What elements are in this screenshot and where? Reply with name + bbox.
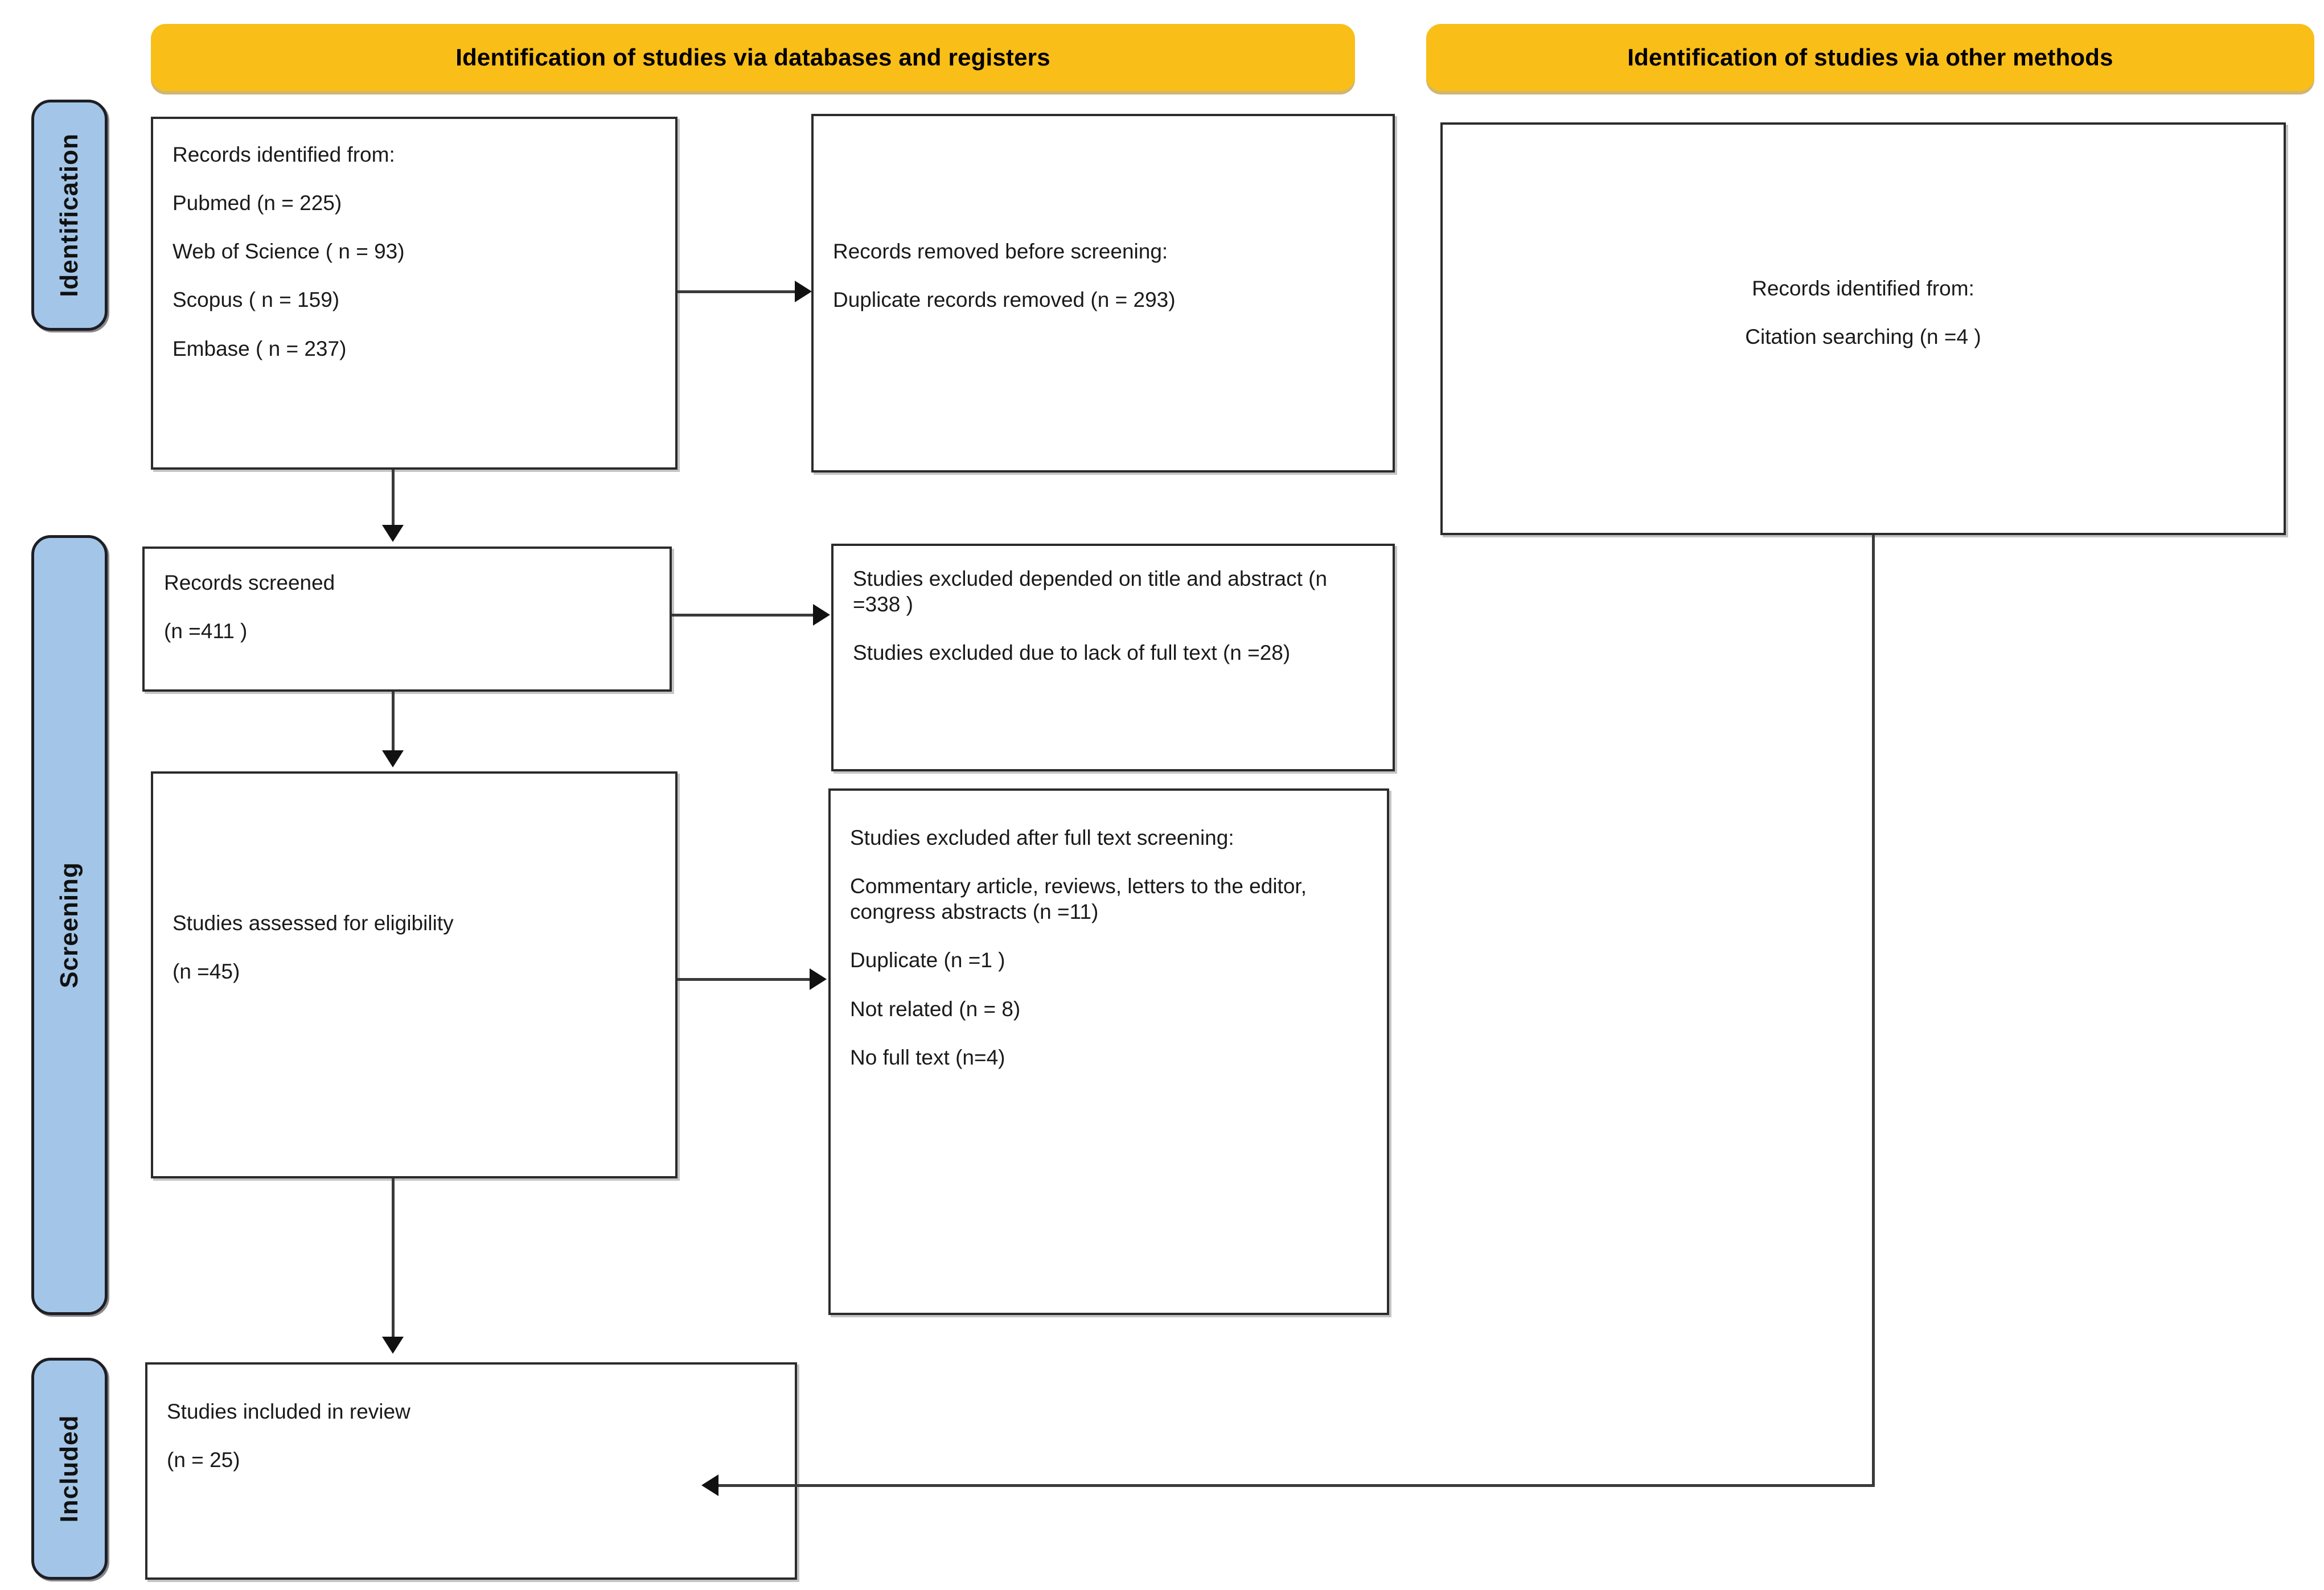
sidebar-stage-identification: Identification xyxy=(31,100,108,331)
sidebar-screening-label: Screening xyxy=(55,862,83,988)
box-excluded-full-text: Studies excluded after full text screeni… xyxy=(828,788,1389,1315)
records-screened-line-1: (n =411 ) xyxy=(164,619,248,643)
other-identified-line-0: Records identified from: xyxy=(1752,277,1974,300)
arrowhead-screened-to-excluded-ta xyxy=(813,604,830,626)
sidebar-identification-label: Identification xyxy=(55,133,83,297)
excluded-title-abstract-line-1: Studies excluded due to lack of full tex… xyxy=(853,641,1291,665)
studies-included-line-1: (n = 25) xyxy=(167,1448,240,1472)
records-removed-line-1: Duplicate records removed (n = 293) xyxy=(833,288,1176,312)
sidebar-stage-included: Included xyxy=(31,1358,108,1580)
other-identified-line-1: Citation searching (n =4 ) xyxy=(1745,325,1981,349)
records-screened-line-0: Records screened xyxy=(164,571,335,594)
box-other-identified: Records identified from: Citation search… xyxy=(1440,122,2286,535)
sidebar-included-label: Included xyxy=(55,1415,83,1523)
excluded-full-text-line-1: Commentary article, reviews, letters to … xyxy=(850,874,1307,924)
box-records-removed: Records removed before screening: Duplic… xyxy=(811,114,1395,473)
banner-other-methods: Identification of studies via other meth… xyxy=(1426,24,2314,91)
connector-other-identified-to-included xyxy=(718,1484,1874,1487)
box-excluded-title-abstract: Studies excluded depended on title and a… xyxy=(831,544,1395,771)
banner-databases-label: Identification of studies via databases … xyxy=(455,44,1050,71)
arrowhead-other-identified-to-included xyxy=(701,1474,718,1496)
records-identified-line-3: Scopus ( n = 159) xyxy=(173,288,340,312)
banner-other-methods-label: Identification of studies via other meth… xyxy=(1627,44,2113,71)
records-removed-line-0: Records removed before screening: xyxy=(833,240,1168,263)
box-records-identified: Records identified from: Pubmed (n = 225… xyxy=(151,117,678,470)
assessed-eligibility-line-1: (n =45) xyxy=(173,960,240,984)
arrowhead-screened-to-assessed xyxy=(382,750,404,767)
excluded-full-text-line-2: Duplicate (n =1 ) xyxy=(850,948,1005,972)
box-studies-included: Studies included in review (n = 25) xyxy=(145,1362,797,1580)
records-identified-line-0: Records identified from: xyxy=(173,143,395,166)
excluded-full-text-line-4: No full text (n=4) xyxy=(850,1045,1005,1069)
banner-databases-registers: Identification of studies via databases … xyxy=(151,24,1355,91)
excluded-full-text-line-0: Studies excluded after full text screeni… xyxy=(850,826,1234,849)
arrowhead-assessed-to-included xyxy=(382,1337,404,1354)
connector-identified-to-screened xyxy=(392,470,395,527)
arrowhead-identified-to-screened xyxy=(382,525,404,542)
arrowhead-assessed-to-excluded-ft xyxy=(810,968,827,990)
connector-screened-to-assessed xyxy=(392,692,395,751)
excluded-full-text-line-3: Not related (n = 8) xyxy=(850,997,1021,1021)
connector-screened-to-excluded-ta xyxy=(672,614,814,617)
connector-other-identified-down xyxy=(1872,535,1875,1487)
box-records-screened: Records screened (n =411 ) xyxy=(142,547,672,692)
assessed-eligibility-line-0: Studies assessed for eligibility xyxy=(173,911,454,935)
arrowhead-identified-to-removed xyxy=(795,281,812,302)
studies-included-line-0: Studies included in review xyxy=(167,1400,410,1423)
connector-identified-to-removed xyxy=(678,290,797,293)
records-identified-line-1: Pubmed (n = 225) xyxy=(173,191,342,215)
records-identified-line-2: Web of Science ( n = 93) xyxy=(173,240,405,264)
box-assessed-eligibility: Studies assessed for eligibility (n =45) xyxy=(151,771,678,1178)
connector-assessed-to-included xyxy=(392,1178,395,1338)
connector-assessed-to-excluded-ft xyxy=(678,978,811,981)
excluded-title-abstract-line-0: Studies excluded depended on title and a… xyxy=(853,567,1328,617)
records-identified-line-4: Embase ( n = 237) xyxy=(173,336,347,360)
sidebar-stage-screening: Screening xyxy=(31,535,108,1315)
